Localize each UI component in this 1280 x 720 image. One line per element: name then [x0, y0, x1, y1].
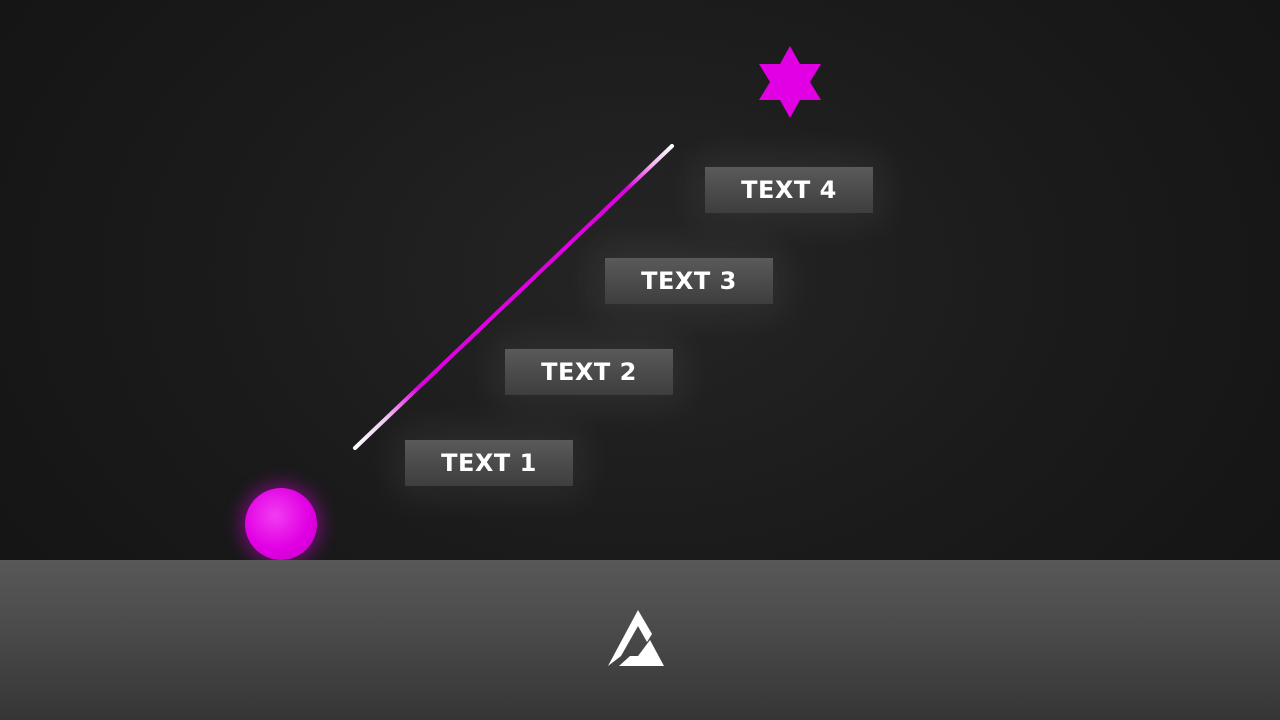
step-box-4: TEXT 4 — [705, 167, 873, 213]
step-box-2: TEXT 2 — [505, 349, 673, 395]
step-label-2: TEXT 2 — [541, 358, 637, 386]
step-label-3: TEXT 3 — [641, 267, 737, 295]
step-label-4: TEXT 4 — [741, 176, 837, 204]
step-label-1: TEXT 1 — [441, 449, 537, 477]
floor — [0, 560, 1280, 720]
step-box-3: TEXT 3 — [605, 258, 773, 304]
motion-trail-line — [340, 130, 690, 460]
magenta-ball-icon — [245, 488, 317, 560]
step-box-1: TEXT 1 — [405, 440, 573, 486]
six-pointed-star-icon — [757, 46, 823, 118]
mountain-logo-icon — [608, 610, 672, 666]
